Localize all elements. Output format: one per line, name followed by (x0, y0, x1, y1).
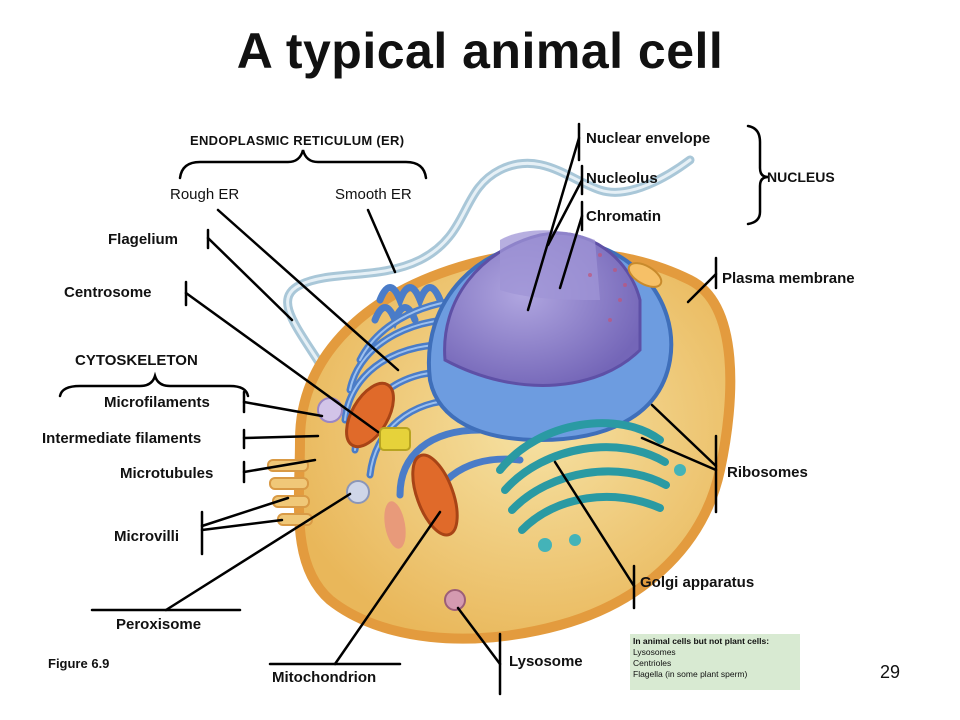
label-cytoskeleton: CYTOSKELETON (75, 352, 198, 369)
label-smooth-er: Smooth ER (335, 186, 412, 203)
page-number: 29 (880, 662, 901, 682)
label-golgi: Golgi apparatus (640, 574, 755, 591)
label-mitochondrion: Mitochondrion (272, 669, 377, 686)
label-chromatin: Chromatin (586, 208, 661, 225)
note-item-lysosomes: Lysosomes (633, 647, 676, 657)
label-peroxisome: Peroxisome (116, 616, 202, 633)
leader-lines (58, 122, 769, 696)
label-microtubules: Microtubules (120, 465, 214, 482)
page-title: A typical animal cell (236, 23, 724, 79)
note-heading: In animal cells but not plant cells: (633, 636, 770, 646)
golgi-shape (496, 419, 670, 534)
note-box: In animal cells but not plant cells: Lys… (630, 634, 800, 690)
label-microvilli: Microvilli (114, 528, 180, 545)
label-ribosomes: Ribosomes (727, 464, 808, 481)
centrosome-shape (379, 427, 411, 451)
label-nucleus: NUCLEUS (767, 169, 835, 185)
label-lysosome: Lysosome (509, 653, 583, 670)
mitochondria-shapes (345, 381, 459, 549)
note-item-centrioles: Centrioles (633, 658, 672, 668)
label-plasma-membrane: Plasma membrane (722, 270, 855, 287)
note-item-flagella: Flagella (in some plant sperm) (633, 669, 748, 679)
lysosome-shape (444, 589, 466, 611)
label-centrosome: Centrosome (64, 284, 152, 301)
label-rough-er: Rough ER (170, 186, 240, 203)
figure-label: Figure 6.9 (48, 656, 110, 671)
label-microfilaments: Microfilaments (104, 394, 210, 411)
peroxisome-shape (346, 480, 370, 504)
label-er: ENDOPLASMIC RETICULUM (ER) (190, 133, 405, 148)
label-intermediate-filaments: Intermediate filaments (42, 430, 202, 447)
nucleolus-shape (500, 230, 600, 300)
label-nuclear-envelope: Nuclear envelope (586, 130, 711, 147)
label-flagellum: Flagelium (108, 231, 179, 248)
label-nucleolus: Nucleolus (586, 170, 658, 187)
